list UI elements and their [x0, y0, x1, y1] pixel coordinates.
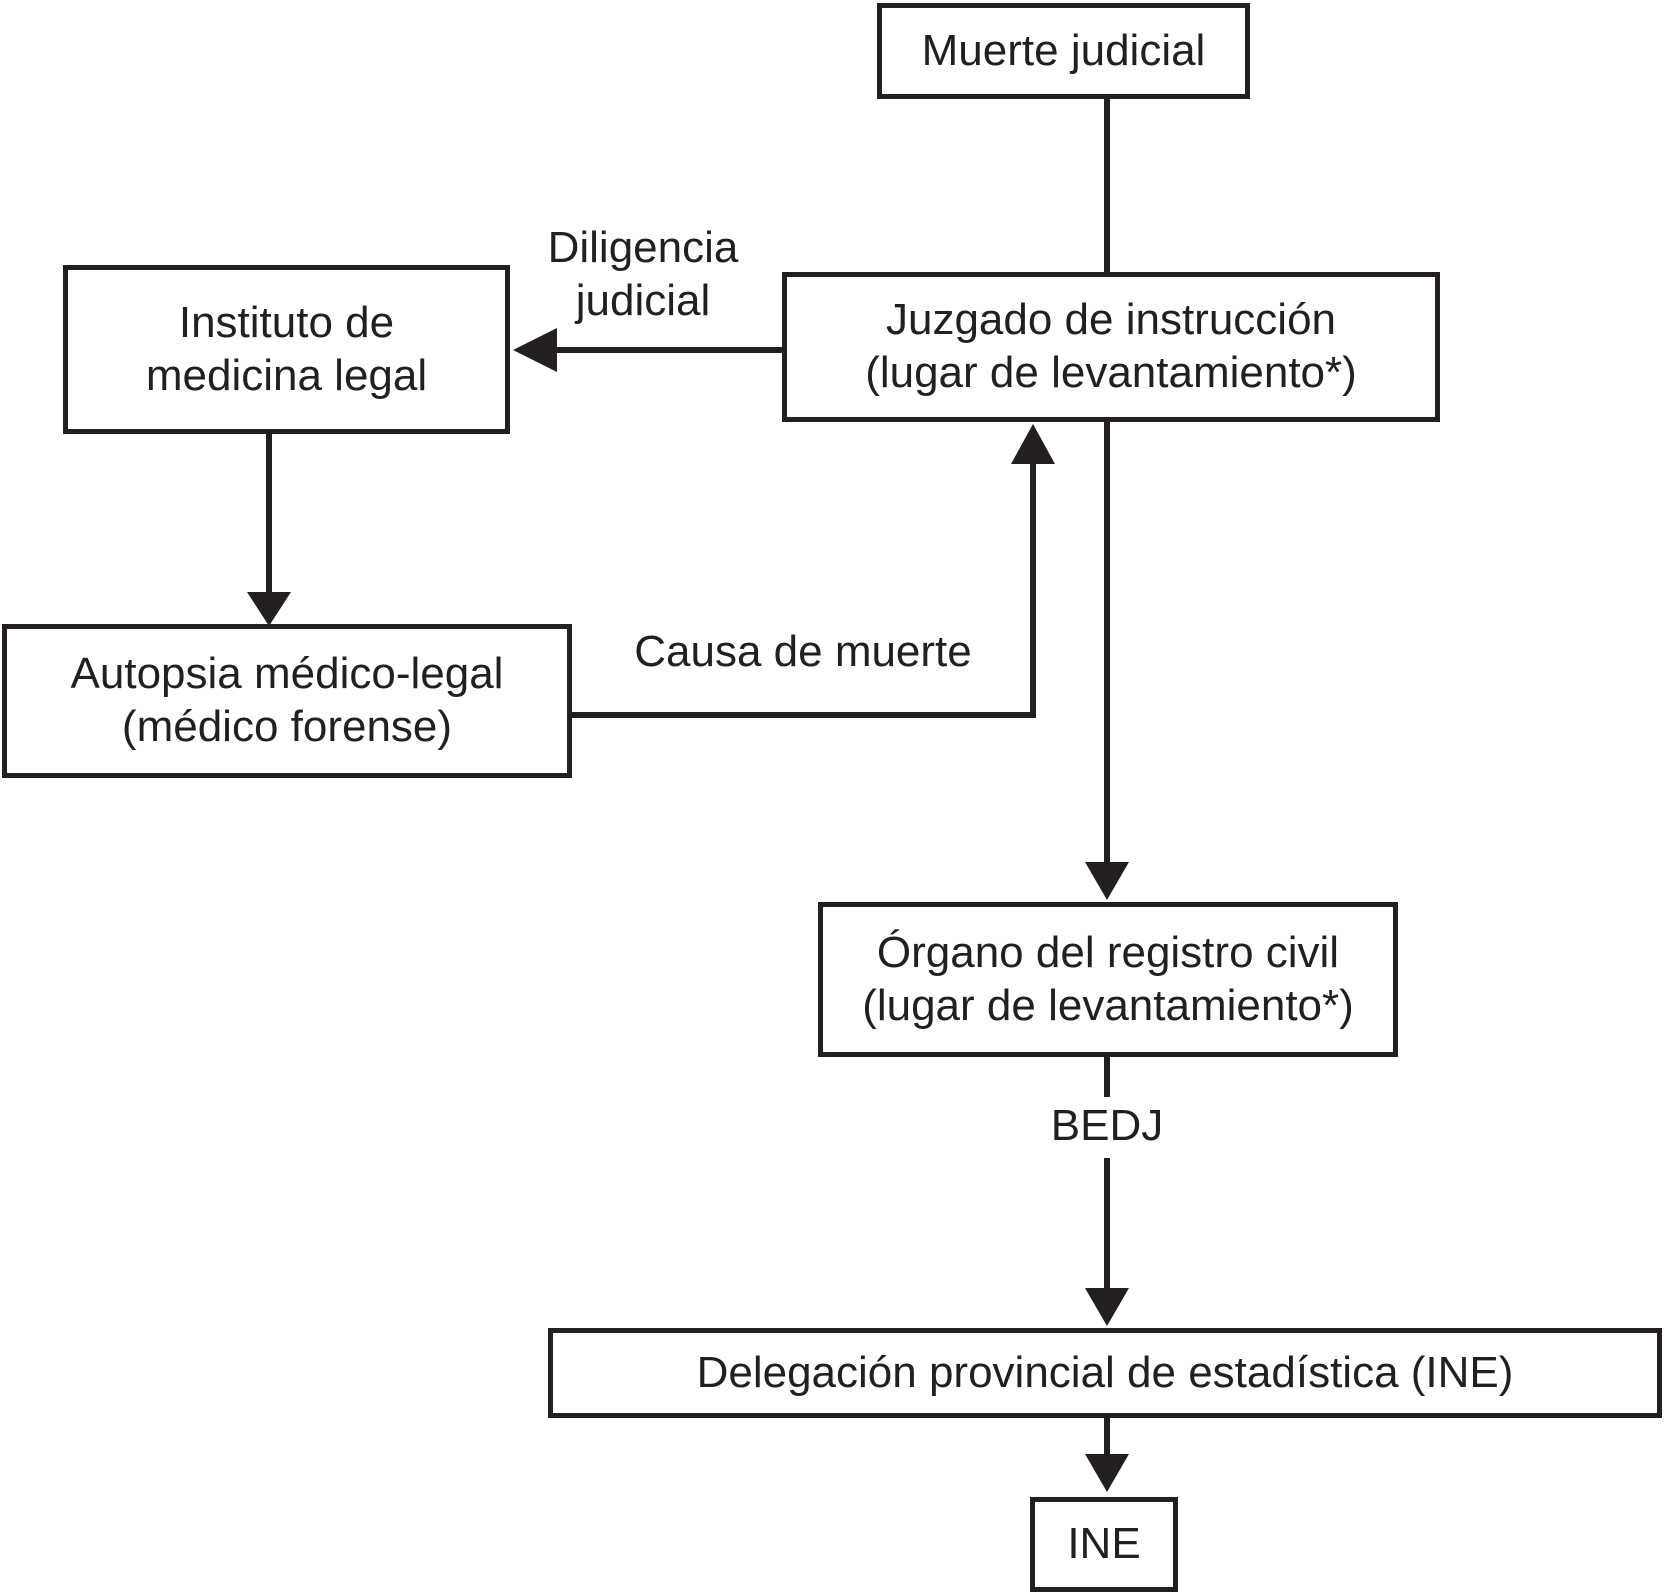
node-label-line1: Instituto de	[178, 297, 395, 347]
node-label: Delegación provincial de estadística (IN…	[696, 1347, 1514, 1397]
node-muerte-judicial: Muerte judicial	[877, 3, 1250, 99]
node-autopsia-medico-legal: Autopsia médico-legal (médico forense)	[2, 624, 572, 778]
node-label-line2: (lugar de levantamiento*)	[862, 980, 1354, 1030]
node-juzgado-instruccion: Juzgado de instrucción (lugar de levanta…	[782, 272, 1440, 422]
node-label: INE	[1067, 1519, 1141, 1569]
arrowhead-down-icon	[1085, 862, 1129, 900]
node-ine: INE	[1030, 1497, 1178, 1592]
node-instituto-medicina-legal: Instituto de medicina legal	[63, 265, 510, 434]
node-label: Muerte judicial	[921, 25, 1206, 75]
edge-label-line1: Diligencia	[547, 223, 739, 272]
node-label-line2: medicina legal	[145, 350, 428, 400]
edge-label-causa-de-muerte: Causa de muerte	[623, 626, 983, 679]
edge-label-diligencia-judicial: Diligencia judicial	[483, 222, 803, 328]
edge-autopsia-to-juzgado	[570, 462, 1036, 718]
edge-label-line2: judicial	[575, 275, 711, 325]
arrowhead-up-icon	[1011, 424, 1055, 464]
edge-label-bedj: BEDJ	[1007, 1100, 1207, 1153]
node-label-line2: (lugar de levantamiento*)	[865, 348, 1357, 397]
arrowhead-down-icon	[1085, 1288, 1129, 1326]
arrowhead-down-icon	[247, 592, 291, 626]
edge-label-line1: Causa de muerte	[634, 627, 972, 676]
node-label-line1: Juzgado de instrucción	[885, 295, 1337, 345]
node-label-line2: (médico forense)	[121, 702, 453, 751]
arrowhead-down-icon	[1085, 1454, 1129, 1492]
node-organo-registro-civil: Órgano del registro civil (lugar de leva…	[818, 902, 1398, 1057]
node-label-line1: Autopsia médico-legal	[70, 649, 504, 699]
arrowhead-left-icon	[513, 328, 557, 372]
node-delegacion-provincial: Delegación provincial de estadística (IN…	[548, 1328, 1662, 1418]
edge-label-line1: BEDJ	[1050, 1101, 1164, 1150]
node-label-line1: Órgano del registro civil	[876, 927, 1340, 977]
